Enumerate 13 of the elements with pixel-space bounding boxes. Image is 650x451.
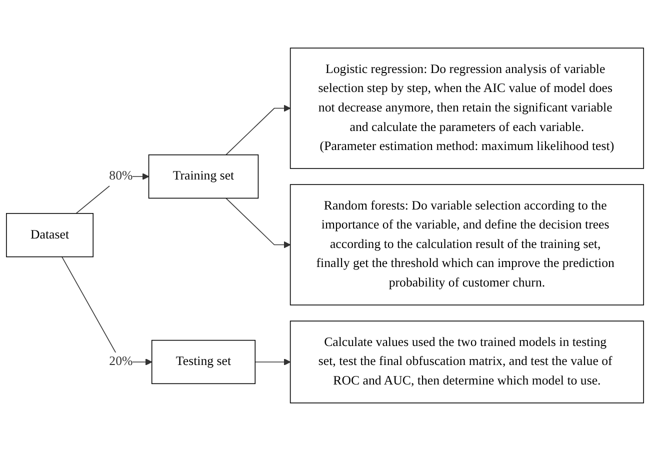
node-box: Testing set — [151, 340, 256, 384]
arrow — [62, 256, 152, 366]
arrow — [226, 198, 291, 248]
node-box: Random forests: Do variable selection according to the importance of the variable, and define the decision trees according to the calculation result of the training set, finally get the threshold which can improve the prediction probability of customer churn. — [290, 184, 644, 306]
node-box: Logistic regression: Do regression analysis of variable selection step by step, when the AIC value of model does not decrease anymore, then retain the significant variable and calculate the parameters of each variable. (Parameter estimation method: maximum likelihood test) — [290, 48, 644, 169]
arrow — [76, 173, 150, 214]
arrow — [226, 104, 291, 156]
node-box: Training set — [148, 154, 259, 199]
edge-label: 80% — [109, 169, 133, 183]
node-box: Calculate values used the two trained models in testing set, test the final obfuscation matrix, and test the value of ROC and AUC, then determine which model to use. — [290, 320, 644, 404]
arrow — [254, 358, 291, 366]
edge-label: 20% — [109, 354, 133, 368]
node-box: Dataset — [6, 213, 94, 258]
